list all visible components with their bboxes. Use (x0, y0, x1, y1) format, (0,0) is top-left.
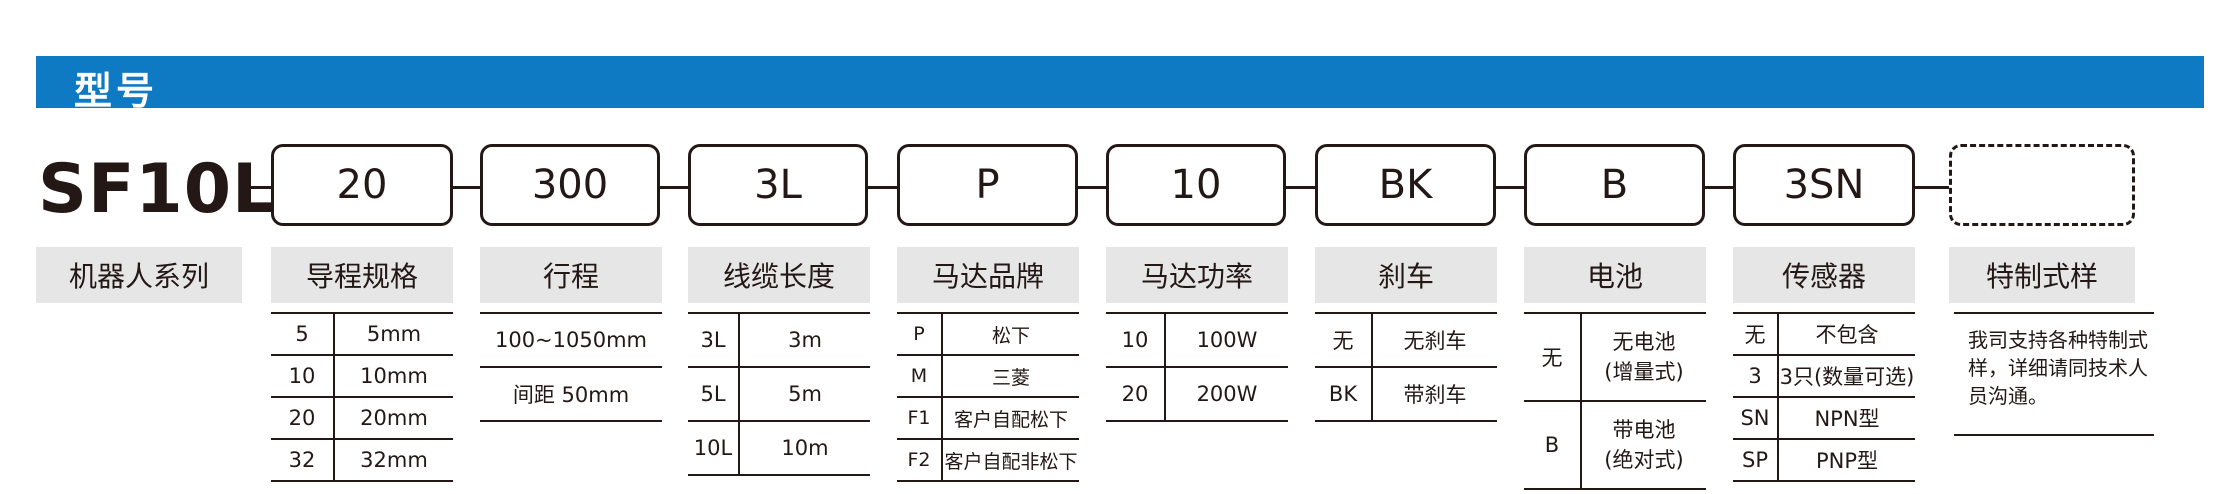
stroke-table: 100~1050mm 间距 50mm (480, 312, 662, 422)
header-motor-power: 马达功率 (1106, 247, 1288, 303)
code-box-brake: BK (1315, 144, 1496, 226)
header-cable: 线缆长度 (688, 247, 870, 303)
section-banner: 型号 (36, 56, 2204, 113)
battery-table: 无 无电池(增量式) B 带电池(绝对式) (1524, 312, 1706, 490)
header-lead: 导程规格 (271, 247, 453, 303)
connector-line (1705, 186, 1733, 189)
code-box-lead: 20 (271, 144, 453, 226)
header-robot-series: 机器人系列 (36, 247, 242, 303)
code-box-battery: B (1524, 144, 1705, 226)
special-note: 我司支持各种特制式样，详细请同技术人员沟通。 (1954, 312, 2154, 436)
code-box-sensor: 3SN (1733, 144, 1915, 226)
connector-line (1496, 186, 1524, 189)
code-box-motor-power: 10 (1106, 144, 1286, 226)
code-box-motor-brand: P (897, 144, 1078, 226)
header-sensor: 传感器 (1733, 247, 1915, 303)
connector-line (660, 186, 688, 189)
table-row: B 带电池(绝对式) (1524, 401, 1706, 490)
table-row: 100~1050mm (480, 312, 662, 368)
code-box-cable: 3L (688, 144, 868, 226)
header-battery: 电池 (1524, 247, 1706, 303)
header-brake: 刹车 (1315, 247, 1497, 303)
table-row: 无无刹车 (1315, 312, 1497, 368)
banner-title: 型号 (74, 69, 159, 113)
code-box-stroke: 300 (480, 144, 660, 226)
connector-line (453, 186, 480, 189)
connector-line (1078, 186, 1106, 189)
table-row: 无不包含 (1733, 312, 1915, 356)
header-motor-brand: 马达品牌 (897, 247, 1079, 303)
connector-line (247, 186, 271, 189)
header-stroke: 行程 (480, 247, 662, 303)
connector-line (1915, 186, 1949, 189)
connector-line (868, 186, 897, 189)
connector-line (1286, 186, 1315, 189)
table-row: 无 无电池(增量式) (1524, 312, 1706, 402)
model-prefix: SF10L (38, 150, 277, 229)
header-special: 特制式样 (1949, 247, 2135, 303)
code-box-special (1949, 144, 2135, 226)
table-row: 间距 50mm (480, 367, 662, 422)
